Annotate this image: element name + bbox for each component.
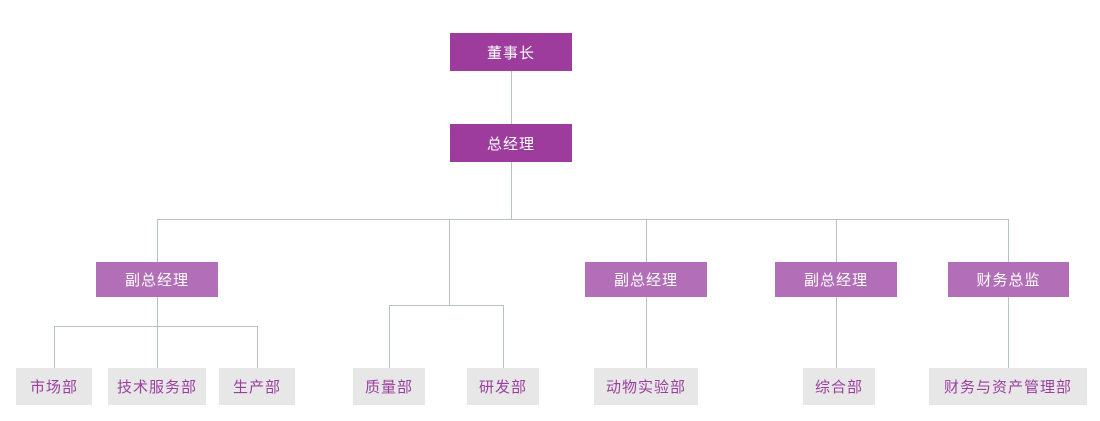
org-node-tech-service-dept[interactable]: 技术服务部 xyxy=(108,368,206,405)
org-node-chairman[interactable]: 董事长 xyxy=(450,33,572,71)
org-node-label: 综合部 xyxy=(814,379,863,396)
org-node-label: 生产部 xyxy=(232,379,281,396)
org-node-finance-director[interactable]: 财务总监 xyxy=(948,262,1069,297)
org-node-label: 研发部 xyxy=(478,379,527,396)
org-node-label: 副总经理 xyxy=(803,272,868,289)
org-node-quality-dept[interactable]: 质量部 xyxy=(353,368,425,405)
org-node-deputy-gm-2[interactable]: 副总经理 xyxy=(585,262,707,297)
org-node-label: 总经理 xyxy=(486,135,535,153)
org-node-label: 副总经理 xyxy=(124,272,189,289)
org-node-rd-dept[interactable]: 研发部 xyxy=(467,368,539,405)
org-node-deputy-gm-1[interactable]: 副总经理 xyxy=(96,262,218,297)
org-node-production-dept[interactable]: 生产部 xyxy=(219,368,295,405)
org-node-finance-asset-dept[interactable]: 财务与资产管理部 xyxy=(929,368,1087,405)
org-node-marketing-dept[interactable]: 市场部 xyxy=(16,368,92,405)
org-node-general-manager[interactable]: 总经理 xyxy=(450,124,572,162)
org-node-label: 质量部 xyxy=(364,379,413,396)
org-node-deputy-gm-3[interactable]: 副总经理 xyxy=(775,262,897,297)
org-node-label: 市场部 xyxy=(29,379,78,396)
org-node-label: 副总经理 xyxy=(613,272,678,289)
org-node-animal-lab-dept[interactable]: 动物实验部 xyxy=(594,368,698,405)
org-node-label: 董事长 xyxy=(486,44,535,62)
org-node-label: 动物实验部 xyxy=(605,379,686,396)
org-node-label: 技术服务部 xyxy=(116,379,197,396)
org-node-label: 财务总监 xyxy=(976,272,1041,289)
org-node-general-affairs-dept[interactable]: 综合部 xyxy=(803,368,875,405)
org-node-label: 财务与资产管理部 xyxy=(943,379,1072,396)
